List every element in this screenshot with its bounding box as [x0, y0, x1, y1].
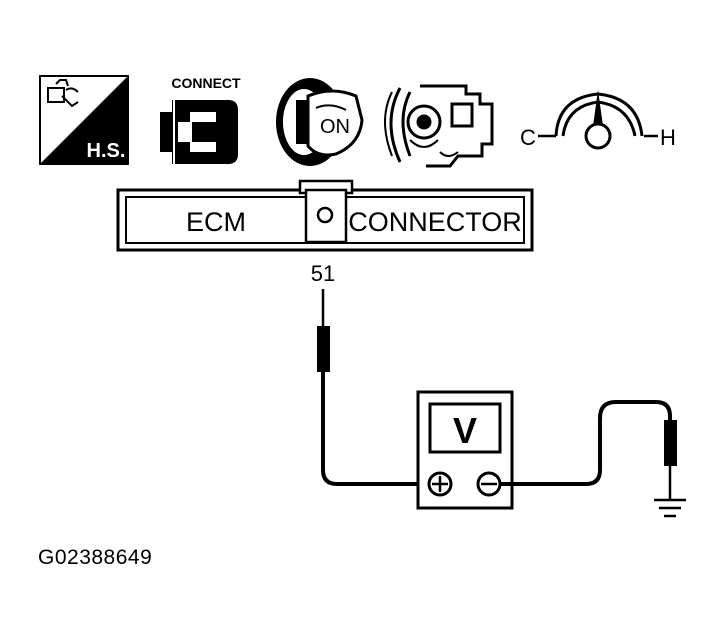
hs-label: H.S. [87, 140, 126, 162]
terminal-number: 51 [311, 261, 335, 286]
voltmeter: V [416, 390, 514, 510]
ground-icon [654, 498, 686, 518]
temp-cold-label: C [520, 125, 536, 150]
negative-terminal-icon [476, 471, 502, 497]
connector-left-label: ECM [186, 207, 246, 237]
positive-terminal-icon [427, 471, 453, 497]
positive-probe [317, 289, 422, 486]
hs-icon: H.S. [39, 75, 129, 165]
temperature-gauge-icon: C H [520, 90, 676, 150]
connect-label: CONNECT [171, 75, 241, 91]
meter-mode-label: V [453, 410, 477, 451]
ignition-on-label: ON [320, 116, 350, 138]
figure-code: G02388649 [38, 546, 153, 569]
engine-running-icon [384, 84, 494, 168]
ignition-key-on-icon: ON [276, 78, 364, 166]
connect-icon: CONNECT [160, 75, 241, 164]
negative-lead [500, 400, 677, 500]
ecm-connector: ECM CONNECTOR [116, 179, 534, 252]
temp-hot-label: H [660, 125, 676, 150]
connector-right-label: CONNECTOR [348, 207, 522, 237]
